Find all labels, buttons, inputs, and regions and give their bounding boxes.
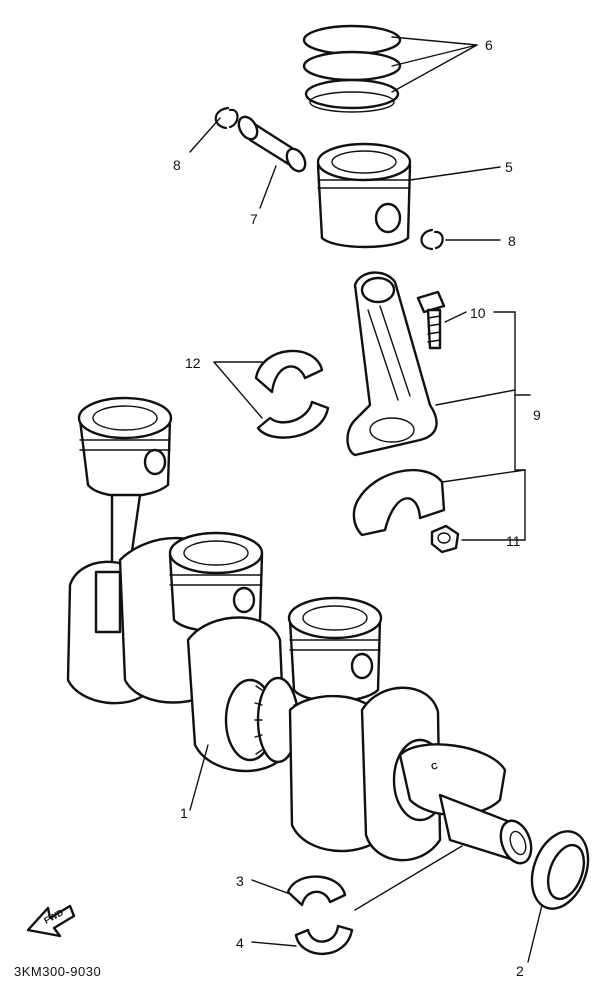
callout-8-right: 8 [508, 233, 516, 249]
piston-pin [237, 115, 307, 173]
rod-bearings [254, 349, 330, 439]
callout-9: 9 [533, 407, 541, 423]
circlip-left [214, 106, 239, 130]
callout-12: 12 [185, 355, 201, 371]
rod-nut [430, 524, 460, 554]
crankshaft-assembly: C [66, 396, 533, 865]
callout-2: 2 [516, 963, 524, 979]
rod-cap [352, 468, 446, 537]
oil-seal [530, 830, 590, 910]
callout-10: 10 [470, 305, 486, 321]
forward-arrow-icon: FWD [26, 904, 76, 938]
callout-5: 5 [505, 159, 513, 175]
leader-lines [189, 36, 543, 963]
callout-6: 6 [485, 37, 493, 53]
diagram-code: 3KM300-9030 [14, 964, 101, 979]
callout-1: 1 [180, 805, 188, 821]
callout-11: 11 [506, 533, 521, 549]
piston [316, 142, 412, 249]
callout-numbers: 6 8 7 5 8 10 9 11 12 1 3 4 2 [173, 37, 541, 979]
callout-8-left: 8 [173, 157, 181, 173]
main-bearings [286, 875, 354, 956]
rod-bolt [416, 290, 446, 350]
connecting-rod [346, 271, 438, 457]
circlip-right [420, 228, 444, 251]
piston-rings [302, 24, 402, 113]
callout-7: 7 [250, 211, 258, 227]
crank-stamp: C [430, 760, 439, 771]
callout-3: 3 [236, 873, 244, 889]
callout-4: 4 [236, 935, 244, 951]
